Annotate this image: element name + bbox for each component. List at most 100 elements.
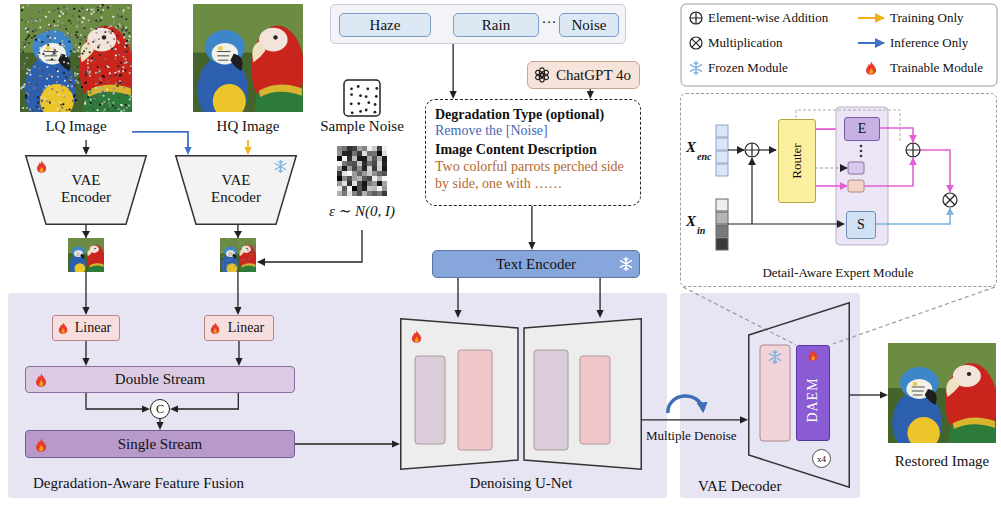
- noise-speck: [72, 15, 74, 17]
- noise-cell: [362, 181, 367, 186]
- noise-speck: [85, 75, 87, 77]
- graphic-part: [716, 138, 728, 150]
- noise-speck: [244, 266, 246, 268]
- noise-speck: [242, 257, 244, 259]
- noise-speck: [76, 36, 78, 38]
- noise-speck: [105, 66, 107, 68]
- noise-cell: [347, 191, 352, 196]
- noise-speck: [224, 270, 226, 272]
- node-label: VAE Decoder: [698, 478, 781, 494]
- noise-speck: [229, 258, 231, 260]
- connector: [642, 416, 748, 423]
- noise-speck: [51, 88, 53, 90]
- path-shape: [809, 349, 818, 360]
- noise-speck: [43, 53, 45, 55]
- noise-speck: [107, 81, 109, 83]
- noise-cell: [367, 161, 372, 166]
- noise-speck: [231, 254, 233, 256]
- noise-speck: [104, 58, 106, 60]
- noise-speck: [250, 256, 252, 258]
- noise-speck: [110, 4, 112, 6]
- noise-speck: [123, 110, 125, 112]
- node-label: Linear: [75, 320, 112, 336]
- ellipse-shape: [535, 69, 545, 78]
- connector: [156, 419, 163, 430]
- noise-speck: [118, 82, 120, 84]
- noise-speck: [107, 42, 109, 44]
- noise-speck: [101, 87, 103, 89]
- arrow-head: [170, 405, 178, 412]
- ellipse-shape: [239, 245, 256, 272]
- circle-shape: [375, 87, 378, 90]
- noise-speck: [244, 258, 246, 260]
- noise-speck: [223, 252, 225, 254]
- noise-cell: [352, 181, 357, 186]
- circle-shape: [367, 101, 370, 104]
- connector-line: [816, 128, 837, 130]
- noise-speck: [85, 101, 87, 103]
- noise-speck: [68, 80, 70, 82]
- noise-cell: [342, 171, 347, 176]
- node-label: DAEM: [805, 377, 821, 422]
- noise-speck: [230, 261, 232, 263]
- noise-speck: [230, 263, 232, 265]
- noise-speck: [118, 108, 120, 110]
- noise-cell: [362, 176, 367, 181]
- noise-speck: [254, 260, 256, 262]
- noise-speck: [240, 259, 242, 261]
- noise-speck: [53, 53, 55, 55]
- noise-speck: [54, 25, 56, 27]
- noise-cell: [372, 191, 377, 196]
- noise-speck: [250, 260, 252, 262]
- legend-add-sample: [690, 12, 702, 24]
- connector: [132, 132, 192, 155]
- expert-box: [848, 162, 864, 174]
- circle-shape: [246, 248, 247, 249]
- noise-cell: [342, 191, 347, 196]
- path-shape: [412, 330, 421, 342]
- noise-speck: [63, 95, 65, 97]
- noise-speck: [237, 262, 239, 264]
- noise-speck: [62, 22, 64, 24]
- wire: [759, 149, 776, 150]
- noise-speck: [234, 262, 236, 264]
- noise-speck: [123, 10, 125, 12]
- node-label: ε ∼ N(0, I): [329, 203, 395, 219]
- noise-speck: [83, 18, 85, 20]
- graphic-part: [869, 68, 873, 74]
- noise-speck: [225, 259, 227, 261]
- linear-box: Linear: [52, 315, 120, 341]
- flame-icon: [35, 160, 48, 173]
- connector-line: [531, 206, 532, 243]
- noise-speck: [61, 40, 63, 42]
- noise-speck: [78, 16, 80, 18]
- noise-speck: [239, 241, 241, 243]
- noise-cell: [352, 161, 357, 166]
- noise-speck: [21, 9, 23, 11]
- noise-speck: [101, 103, 103, 105]
- noise-speck: [231, 253, 233, 255]
- noise-speck: [221, 241, 223, 243]
- noise-cell: [347, 156, 352, 161]
- noise-speck: [121, 104, 123, 106]
- noise-speck: [233, 267, 235, 269]
- noise-cell: [357, 171, 362, 176]
- noise-speck: [248, 248, 250, 250]
- connector-line: [86, 393, 143, 409]
- noise-speck: [232, 257, 234, 259]
- noise-speck: [74, 48, 76, 50]
- noise-speck: [60, 51, 62, 53]
- noise-speck: [63, 72, 65, 74]
- label-holder: enc: [697, 151, 711, 162]
- text-holder: VAE Encoder: [201, 172, 271, 206]
- noise-cell: [347, 171, 352, 176]
- noise-speck: [75, 99, 77, 101]
- noise-speck: [221, 238, 223, 239]
- noise-speck: [232, 250, 234, 252]
- node-label: Haze: [370, 17, 401, 34]
- noise-speck: [234, 241, 236, 243]
- pink-wire: [879, 128, 913, 142]
- noise-speck: [66, 109, 68, 111]
- noise-speck: [35, 39, 37, 41]
